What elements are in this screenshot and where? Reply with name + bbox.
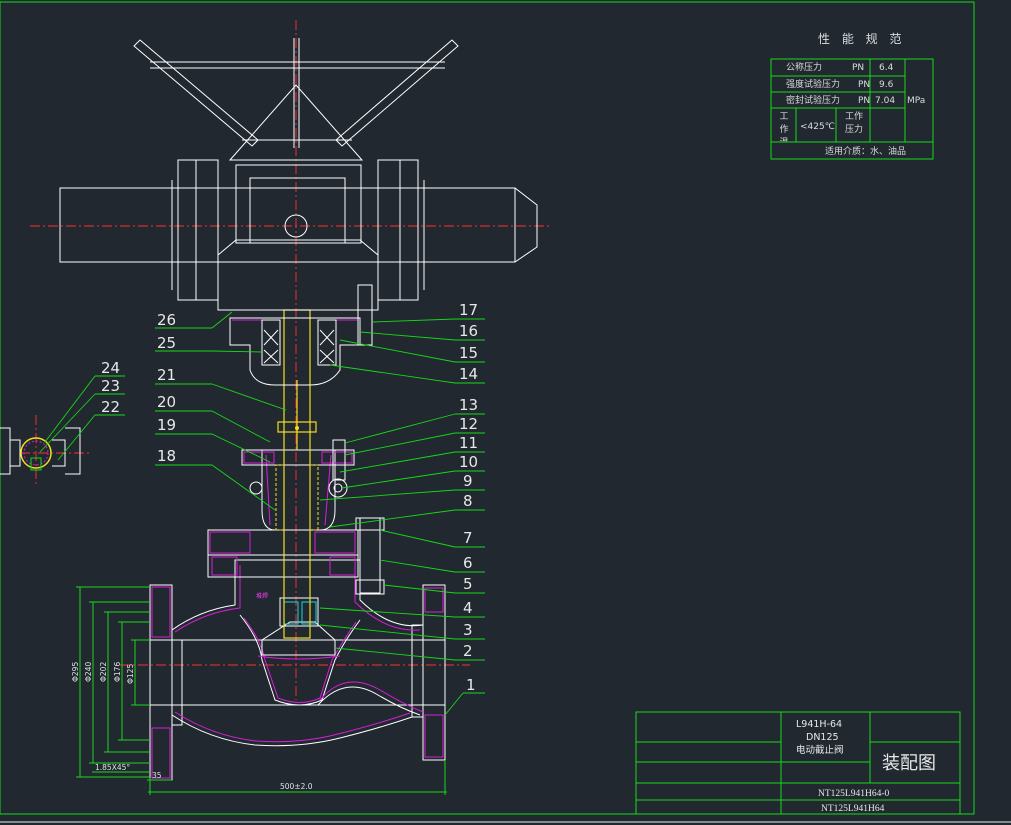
perf-row1-value: 6.4 (879, 63, 894, 73)
dim-gap: 35 (152, 771, 162, 780)
perf-row3-symbol: PN (858, 96, 870, 106)
title-name: 电动截止阀 (796, 744, 844, 756)
part-number-26: 26 (157, 311, 176, 329)
title-size: DN125 (806, 732, 839, 743)
dimensions: Φ295 Φ240 Φ202 Φ176 Φ125 1.85X45° 35 500… (71, 586, 447, 795)
dim-d125: Φ125 (126, 664, 135, 684)
part-number-16: 16 (459, 322, 478, 340)
part-number-12: 12 (459, 415, 478, 433)
part-number-24: 24 (101, 359, 120, 377)
performance-table: 性 能 规 范 公称压力 PN 6.4 强度试验压力 PN 9.6 密封试验压力… (770, 31, 934, 160)
part-number-3: 3 (463, 621, 473, 639)
part-number-1: 1 (466, 676, 476, 694)
part-number-14: 14 (459, 365, 478, 383)
dim-chamfer: 1.85X45° (95, 763, 130, 772)
part-number-13: 13 (459, 396, 478, 414)
part-number-18: 18 (157, 447, 176, 465)
perf-row2-label: 强度试验压力 (786, 78, 840, 90)
part-number-6: 6 (463, 554, 473, 572)
title-drawing-type: 装配图 (882, 753, 936, 774)
part-number-25: 25 (157, 334, 176, 352)
perf-row2-symbol: PN (858, 80, 870, 90)
actuator (59, 38, 538, 386)
part-number-11: 11 (459, 434, 478, 452)
part-leaders (39, 311, 485, 716)
part-number-23: 23 (101, 377, 120, 395)
part-number-21: 21 (157, 366, 176, 384)
drawing-frame (0, 1, 975, 815)
part-number-5: 5 (463, 575, 473, 593)
title-model: L941H-64 (796, 719, 842, 730)
perf-work-temp-value: <425℃ (800, 122, 835, 132)
perf-work-pressure-label: 工作压力 (845, 112, 864, 135)
perf-row1-label: 公称压力 (786, 61, 822, 73)
part-number-17: 17 (459, 301, 478, 319)
dim-d240: Φ240 (84, 662, 93, 682)
perf-row2-value: 9.6 (879, 80, 894, 90)
title-drawing-no: NT125L941H64-0 (818, 789, 889, 799)
performance-table-title: 性 能 规 范 (818, 31, 905, 46)
part-number-4: 4 (463, 599, 473, 617)
part-number-20: 20 (157, 393, 176, 411)
perf-work-temp-label: 工作温度 (779, 112, 789, 142)
part-number-22: 22 (101, 398, 120, 416)
dim-length: 500±2.0 (280, 782, 313, 791)
perf-medium: 适用介质：水、油品 (825, 145, 906, 157)
part-number-9: 9 (463, 472, 473, 490)
perf-row1-symbol: PN (852, 63, 864, 73)
part-number-15: 15 (459, 344, 478, 362)
dim-d176: Φ176 (113, 662, 122, 682)
dim-d295: Φ295 (71, 662, 80, 682)
title-drawing-no-2: NT125L941H64 (821, 804, 885, 814)
title-block: L941H-64 DN125 电动截止阀 装配图 NT125L941H64-0 … (635, 711, 961, 815)
part-number-2: 2 (463, 642, 473, 660)
detail-view (0, 427, 81, 475)
part-number-7: 7 (463, 529, 473, 547)
perf-row3-value: 7.04 (875, 96, 895, 106)
dim-d202: Φ202 (99, 662, 108, 682)
part-numbers: 17 16 15 14 13 12 11 10 9 8 7 6 5 4 3 2 … (101, 301, 478, 694)
perf-row3-label: 密封试验压力 (786, 94, 840, 106)
perf-unit: MPa (907, 96, 925, 106)
weld-note: 堆焊 (256, 592, 268, 600)
part-number-19: 19 (157, 416, 176, 434)
part-number-8: 8 (463, 492, 473, 510)
part-number-10: 10 (459, 453, 478, 471)
